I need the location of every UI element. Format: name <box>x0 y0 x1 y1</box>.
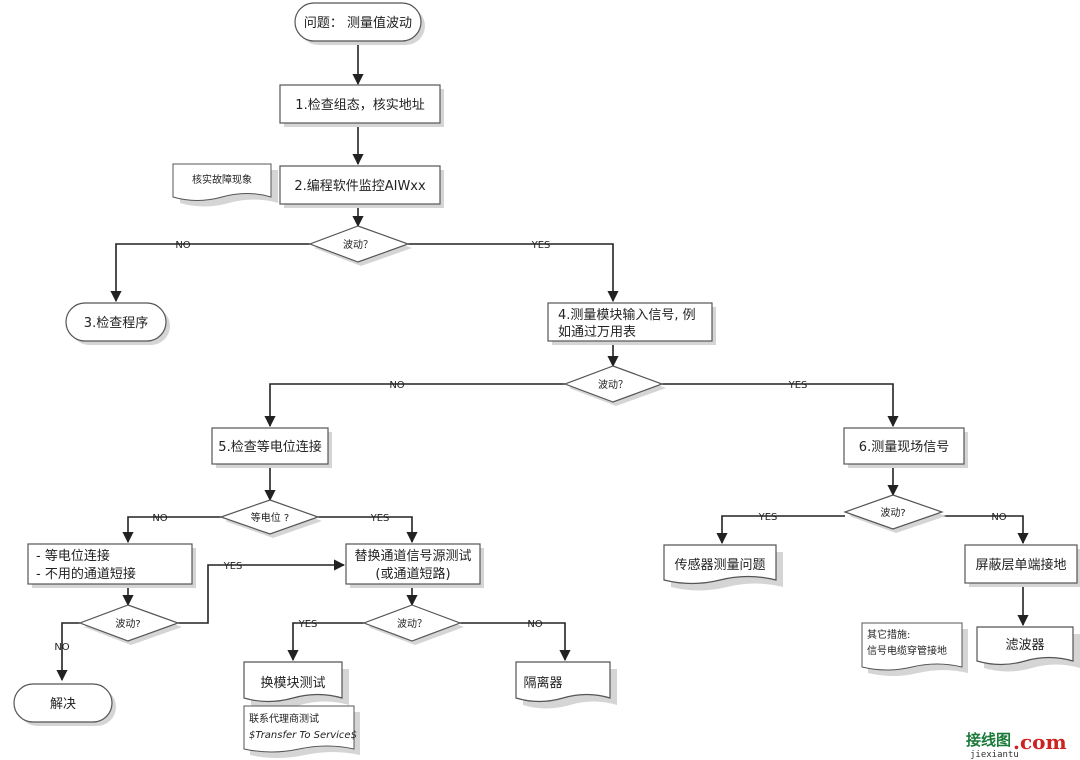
edge-dec-fix-no <box>56 622 80 682</box>
node-dec1: 波动？ <box>308 225 412 266</box>
node-step6-label: 6.测量现场信号 <box>859 440 949 455</box>
node-step3: 3.检查程序 <box>65 302 170 345</box>
note-other-line2: 信号电缆穿管接地 <box>867 644 947 657</box>
edge-dec-replace-yes <box>287 622 364 662</box>
label-dec-replace-yes: YES <box>298 619 318 630</box>
edge-dec6-no <box>942 515 1029 545</box>
node-dec1-label: 波动？ <box>343 238 373 251</box>
node-swap-module-label: 换模块测试 <box>260 676 325 691</box>
label-dec-equi-no: NO <box>152 513 167 524</box>
node-fix-line2: - 不用的通道短接 <box>36 566 136 582</box>
label-dec-fix-yes: YES <box>223 561 243 572</box>
edge-labels: NO YES NO YES NO YES YES NO YES NO YES N… <box>54 240 1006 653</box>
node-solved: 解决 <box>13 683 116 726</box>
edge-dec2-yes <box>662 383 899 428</box>
label-dec1-yes: YES <box>531 240 551 251</box>
node-solved-label: 解决 <box>50 697 76 712</box>
label-dec-equi-yes: YES <box>370 513 390 524</box>
node-filter-label: 滤波器 <box>1005 638 1044 653</box>
node-sensor: 传感器测量问题 <box>663 544 783 591</box>
edge-dec-equi-no <box>122 516 221 544</box>
label-dec-fix-no: NO <box>54 642 69 653</box>
node-dec-fix-label: 波动? <box>115 617 140 630</box>
label-dec-replace-no: NO <box>527 619 542 630</box>
label-dec6-yes: YES <box>758 512 778 523</box>
node-step1: 1.检查组态，核实地址 <box>279 84 444 127</box>
node-swap-module: 换模块测试 <box>243 661 349 709</box>
node-fix-line1: - 等电位连接 <box>36 548 110 564</box>
label-dec6-no: NO <box>991 512 1006 523</box>
edge-dec-replace-no <box>460 622 571 662</box>
edge-dec1-no <box>110 243 310 303</box>
node-sensor-label: 传感器测量问题 <box>674 557 765 573</box>
note-fault-label: 核实故障现象 <box>192 173 252 186</box>
node-step4-line1: 4.测量模块输入信号, 例 <box>558 307 696 323</box>
node-replace: 替换通道信号源测试 (或通道短路) <box>345 543 484 588</box>
node-step5-label: 5.检查等电位连接 <box>218 439 321 455</box>
node-shield: 屏蔽层单端接地 <box>964 544 1080 587</box>
node-dec2: 波动？ <box>563 365 666 406</box>
node-dec2-label: 波动？ <box>598 378 628 391</box>
edges <box>56 44 1029 682</box>
note-contact-line2: $Transfer To Service$ <box>249 730 357 741</box>
node-start: 问题： 测量值波动 <box>294 2 425 45</box>
node-dec-replace-label: 波动？ <box>397 617 427 630</box>
node-isolator-label: 隔离器 <box>523 675 562 691</box>
label-dec2-yes: YES <box>788 380 808 391</box>
node-filter: 滤波器 <box>976 626 1080 672</box>
node-dec6: 波动? <box>843 494 946 533</box>
note-contact-line1: 联系代理商测试 <box>249 712 319 725</box>
node-step4: 4.测量模块输入信号, 例 如通过万用表 <box>547 302 716 345</box>
node-replace-line2: (或通道短路) <box>375 566 450 582</box>
note-contact: 联系代理商测试 $Transfer To Service$ <box>243 705 360 758</box>
label-dec1-no: NO <box>175 240 190 251</box>
node-start-label: 问题： 测量值波动 <box>304 15 412 31</box>
watermark-com: .com <box>1013 730 1067 754</box>
node-dec6-label: 波动? <box>880 506 905 519</box>
label-dec2-no: NO <box>389 380 404 391</box>
watermark-cn: 接线图 <box>966 731 1011 749</box>
node-step2: 2.编程软件监控AIWxx <box>279 165 444 208</box>
note-fault: 核实故障现象 <box>172 163 278 207</box>
node-step4-line2: 如通过万用表 <box>558 324 636 340</box>
note-other-line1: 其它措施: <box>867 628 910 641</box>
edge-dec-equi-yes <box>318 516 418 544</box>
node-dec-fix: 波动? <box>78 604 182 645</box>
edge-dec-fix-yes <box>178 559 346 624</box>
node-dec-equi-label: 等电位 ? <box>251 511 290 524</box>
node-dec-equi: 等电位 ? <box>219 499 322 538</box>
note-other: 其它措施: 信号电缆穿管接地 <box>861 622 968 676</box>
watermark: 接线图 .com jiexiantu <box>966 730 1067 760</box>
node-step5: 5.检查等电位连接 <box>211 427 332 468</box>
node-shield-label: 屏蔽层单端接地 <box>975 557 1066 573</box>
node-fix: - 等电位连接 - 不用的通道短接 <box>27 543 196 588</box>
node-step6: 6.测量现场信号 <box>843 427 968 468</box>
node-step2-label: 2.编程软件监控AIWxx <box>294 179 426 194</box>
watermark-pinyin: jiexiantu <box>970 750 1019 760</box>
edge-dec2-no <box>264 383 565 428</box>
node-step1-label: 1.检查组态，核实地址 <box>295 98 424 113</box>
node-dec-replace: 波动？ <box>362 604 464 645</box>
node-replace-line1: 替换通道信号源测试 <box>354 549 471 564</box>
edge-dec6-yes <box>716 515 845 545</box>
edge-dec1-yes <box>408 243 619 303</box>
node-isolator: 隔离器 <box>515 661 617 709</box>
node-step3-label: 3.检查程序 <box>84 316 148 331</box>
